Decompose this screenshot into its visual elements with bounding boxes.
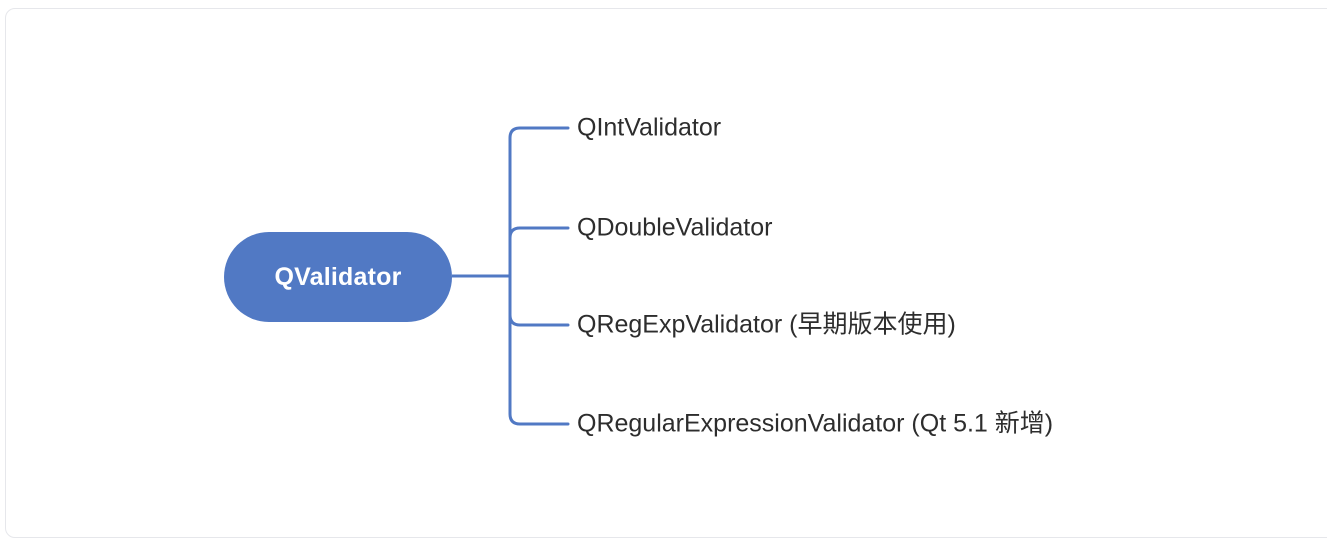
- root-node-label: QValidator: [274, 262, 402, 291]
- connector-branch-1: [508, 126, 570, 140]
- connector-branch-2: [508, 226, 570, 240]
- mindmap-branch-qregexpvalidator[interactable]: QRegExpValidator (早期版本使用): [577, 310, 956, 339]
- mindmap-branch-qintvalidator[interactable]: QIntValidator: [577, 113, 722, 142]
- connector-branch-3: [508, 313, 570, 327]
- branch-label-text: QDoubleValidator: [577, 213, 773, 242]
- connector-branch-4: [508, 412, 570, 426]
- branch-label-text: QIntValidator: [577, 113, 722, 142]
- branch-label-text: QRegularExpressionValidator (Qt 5.1 新增): [577, 409, 1054, 438]
- mindmap-root-node[interactable]: QValidator: [224, 232, 452, 322]
- mindmap-branch-qdoublevalidator[interactable]: QDoubleValidator: [577, 213, 773, 242]
- mindmap-branch-qregularexpressionvalidator[interactable]: QRegularExpressionValidator (Qt 5.1 新增): [577, 409, 1054, 438]
- branch-label-text: QRegExpValidator (早期版本使用): [577, 310, 956, 339]
